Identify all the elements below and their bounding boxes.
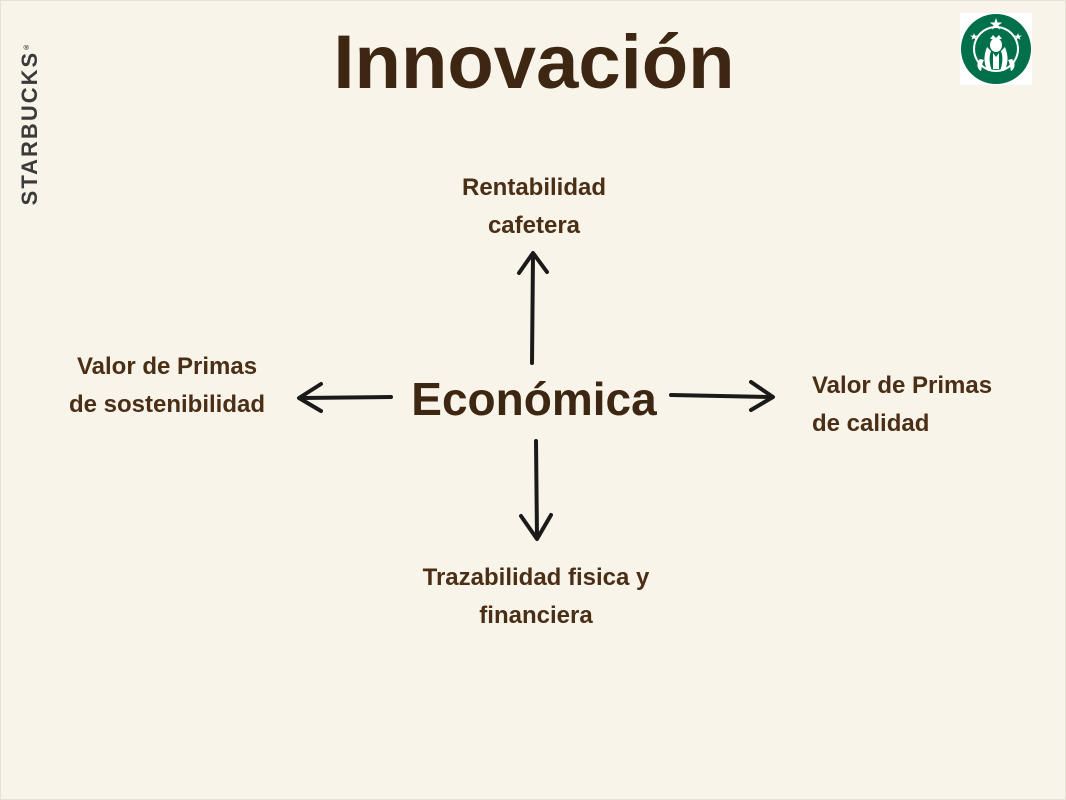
starbucks-siren-logo-icon (960, 13, 1032, 85)
label-bottom: Trazabilidad fisica y financiera (423, 559, 650, 635)
arrow-left (297, 382, 393, 413)
arrow-down (519, 439, 553, 541)
label-bottom-line-2: financiera (479, 602, 593, 629)
label-top: Rentabilidad cafetera (462, 169, 606, 245)
slide-title: Innovación (333, 20, 735, 105)
label-right-line-2: de calidad (812, 410, 930, 437)
label-right-line-1: Valor de Primas (812, 372, 993, 399)
label-top-line-1: Rentabilidad (461, 174, 607, 201)
label-right: Valor de Primas de calidad (812, 367, 992, 443)
label-top-line-2: cafetera (487, 212, 581, 239)
label-left: Valor de Primas de sostenibilidad (69, 348, 265, 424)
arrow-up (517, 251, 549, 365)
label-left-line-1: Valor de Primas (76, 353, 258, 380)
label-bottom-line-1: Trazabilidad fisica y (422, 564, 650, 591)
label-left-line-2: de sostenibilidad (68, 391, 266, 418)
arrow-right (669, 380, 775, 412)
center-label: Económica (411, 373, 657, 425)
